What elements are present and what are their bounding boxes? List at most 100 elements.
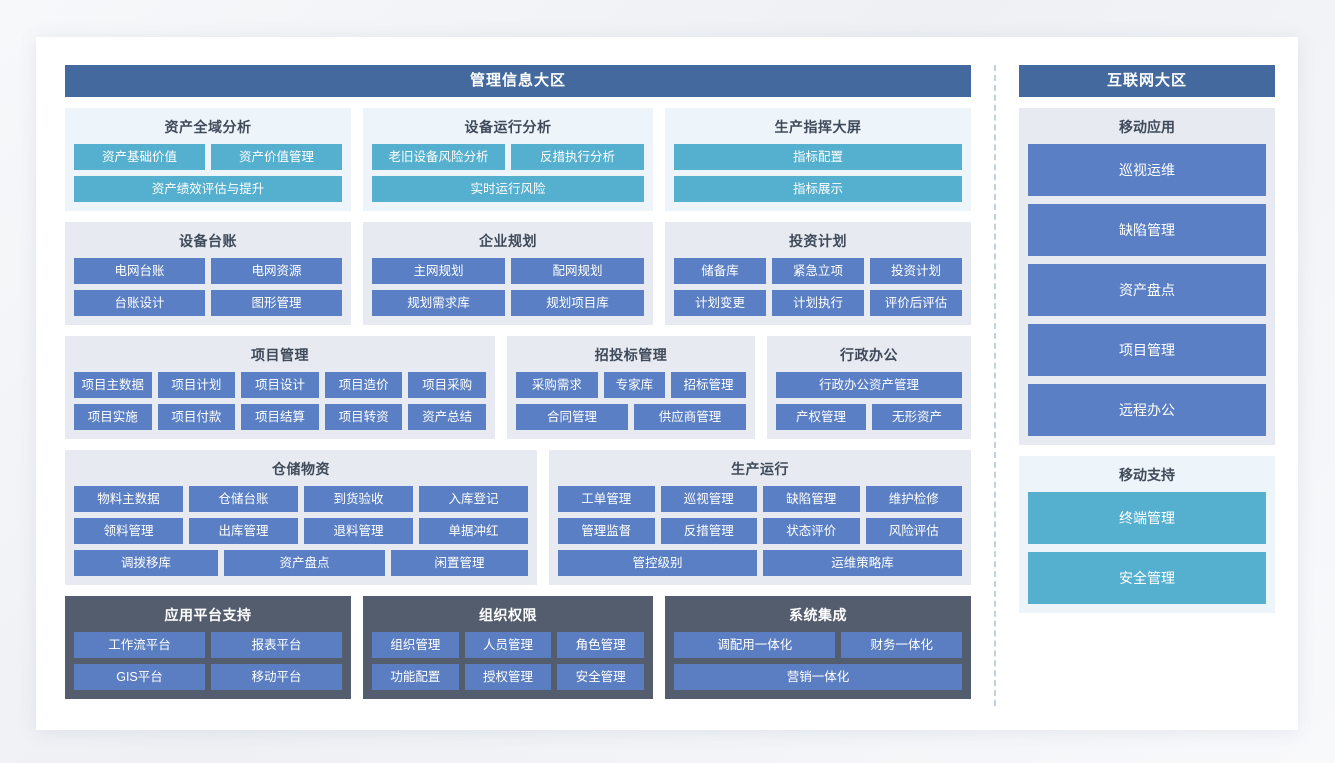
module-tile[interactable]: 指标展示 bbox=[674, 176, 962, 202]
group-title: 投资计划 bbox=[789, 233, 847, 249]
module-tile[interactable]: 项目造价 bbox=[324, 372, 403, 398]
tile-row: 合同管理供应商管理 bbox=[516, 404, 746, 430]
module-tile[interactable]: 配网规划 bbox=[511, 258, 644, 284]
module-tile[interactable]: 安全管理 bbox=[557, 664, 645, 690]
group-row: 设备台账电网台账电网资源台账设计图形管理企业规划主网规划配网规划规划需求库规划项… bbox=[65, 222, 971, 325]
module-tile[interactable]: GIS平台 bbox=[74, 664, 205, 690]
tile-row: 功能配置授权管理安全管理 bbox=[372, 664, 645, 690]
module-tile[interactable]: 营销一体化 bbox=[674, 664, 962, 690]
module-tile[interactable]: 规划需求库 bbox=[372, 290, 505, 316]
module-tile[interactable]: 功能配置 bbox=[372, 664, 459, 690]
module-tile[interactable]: 缺陷管理 bbox=[763, 486, 860, 512]
module-tile[interactable]: 仓储台账 bbox=[189, 486, 298, 512]
module-tile[interactable]: 资产绩效评估与提升 bbox=[74, 176, 342, 202]
module-tile[interactable]: 退料管理 bbox=[304, 518, 413, 544]
module-tile[interactable]: 评价后评估 bbox=[870, 290, 962, 316]
tile-group: 行政办公资产管理产权管理无形资产 bbox=[776, 372, 962, 430]
mobile-module-tile[interactable]: 巡视运维 bbox=[1028, 144, 1266, 196]
module-tile[interactable]: 移动平台 bbox=[211, 664, 342, 690]
module-tile[interactable]: 单据冲红 bbox=[419, 518, 528, 544]
module-tile[interactable]: 指标配置 bbox=[674, 144, 962, 170]
module-tile[interactable]: 出库管理 bbox=[189, 518, 298, 544]
module-tile[interactable]: 图形管理 bbox=[211, 290, 342, 316]
tile-row: 营销一体化 bbox=[674, 664, 962, 690]
module-tile[interactable]: 入库登记 bbox=[419, 486, 528, 512]
tile-row: 规划需求库规划项目库 bbox=[372, 290, 644, 316]
module-tile[interactable]: 投资计划 bbox=[870, 258, 962, 284]
module-tile[interactable]: 授权管理 bbox=[464, 664, 552, 690]
group-panel: 设备台账电网台账电网资源台账设计图形管理 bbox=[65, 222, 351, 325]
module-tile[interactable]: 维护检修 bbox=[865, 486, 962, 512]
module-tile[interactable]: 运维策略库 bbox=[763, 550, 962, 576]
module-tile[interactable]: 组织管理 bbox=[372, 632, 459, 658]
module-tile[interactable]: 资产价值管理 bbox=[211, 144, 342, 170]
module-tile[interactable]: 资产总结 bbox=[408, 404, 486, 430]
module-tile[interactable]: 电网台账 bbox=[74, 258, 205, 284]
module-tile[interactable]: 项目计划 bbox=[157, 372, 236, 398]
mobile-module-tile[interactable]: 终端管理 bbox=[1028, 492, 1266, 544]
tile-group: 老旧设备风险分析反措执行分析实时运行风险 bbox=[372, 144, 644, 202]
group-title: 设备运行分析 bbox=[464, 119, 552, 135]
module-tile[interactable]: 项目实施 bbox=[74, 404, 152, 430]
tile-row: 组织管理人员管理角色管理 bbox=[372, 632, 645, 658]
module-tile[interactable]: 招标管理 bbox=[671, 372, 746, 398]
module-tile[interactable]: 管理监督 bbox=[558, 518, 655, 544]
module-tile[interactable]: 产权管理 bbox=[776, 404, 866, 430]
module-tile[interactable]: 储备库 bbox=[674, 258, 766, 284]
module-tile[interactable]: 行政办公资产管理 bbox=[776, 372, 962, 398]
module-tile[interactable]: 合同管理 bbox=[516, 404, 628, 430]
module-tile[interactable]: 状态评价 bbox=[763, 518, 860, 544]
module-tile[interactable]: 项目采购 bbox=[408, 372, 486, 398]
module-tile[interactable]: 紧急立项 bbox=[772, 258, 864, 284]
tile-row: 工单管理巡视管理缺陷管理维护检修 bbox=[558, 486, 962, 512]
module-tile[interactable]: 反措执行分析 bbox=[511, 144, 644, 170]
module-tile[interactable]: 项目转资 bbox=[324, 404, 403, 430]
module-tile[interactable]: 工作流平台 bbox=[74, 632, 205, 658]
module-tile[interactable]: 风险评估 bbox=[865, 518, 962, 544]
module-tile[interactable]: 计划变更 bbox=[674, 290, 766, 316]
group-title: 仓储物资 bbox=[272, 461, 330, 477]
module-tile[interactable]: 项目付款 bbox=[157, 404, 236, 430]
mobile-module-tile[interactable]: 远程办公 bbox=[1028, 384, 1266, 436]
module-tile[interactable]: 台账设计 bbox=[74, 290, 205, 316]
tile-row: 工作流平台报表平台 bbox=[74, 632, 342, 658]
mobile-module-tile[interactable]: 安全管理 bbox=[1028, 552, 1266, 604]
tile-group: 采购需求专家库招标管理合同管理供应商管理 bbox=[516, 372, 746, 430]
module-tile[interactable]: 主网规划 bbox=[372, 258, 505, 284]
module-tile[interactable]: 资产基础价值 bbox=[74, 144, 205, 170]
tile-group: 主网规划配网规划规划需求库规划项目库 bbox=[372, 258, 644, 316]
module-tile[interactable]: 采购需求 bbox=[516, 372, 598, 398]
mobile-module-tile[interactable]: 资产盘点 bbox=[1028, 264, 1266, 316]
module-tile[interactable]: 物料主数据 bbox=[74, 486, 183, 512]
module-tile[interactable]: 实时运行风险 bbox=[372, 176, 644, 202]
module-tile[interactable]: 项目设计 bbox=[241, 372, 319, 398]
module-tile[interactable]: 计划执行 bbox=[772, 290, 864, 316]
module-tile[interactable]: 资产盘点 bbox=[224, 550, 385, 576]
mobile-module-tile[interactable]: 缺陷管理 bbox=[1028, 204, 1266, 256]
mobile-module-tile[interactable]: 项目管理 bbox=[1028, 324, 1266, 376]
module-tile[interactable]: 巡视管理 bbox=[660, 486, 757, 512]
module-tile[interactable]: 调配用一体化 bbox=[674, 632, 836, 658]
module-tile[interactable]: 人员管理 bbox=[464, 632, 552, 658]
module-tile[interactable]: 工单管理 bbox=[558, 486, 655, 512]
group-title: 行政办公 bbox=[840, 347, 898, 363]
module-tile[interactable]: 角色管理 bbox=[557, 632, 645, 658]
tile-group: 物料主数据仓储台账到货验收入库登记领料管理出库管理退料管理单据冲红调拨移库资产盘… bbox=[74, 486, 528, 576]
module-tile[interactable]: 规划项目库 bbox=[511, 290, 644, 316]
module-tile[interactable]: 报表平台 bbox=[211, 632, 342, 658]
module-tile[interactable]: 闲置管理 bbox=[390, 550, 528, 576]
module-tile[interactable]: 领料管理 bbox=[74, 518, 183, 544]
module-tile[interactable]: 无形资产 bbox=[872, 404, 962, 430]
module-tile[interactable]: 调拨移库 bbox=[74, 550, 219, 576]
module-tile[interactable]: 老旧设备风险分析 bbox=[372, 144, 505, 170]
module-tile[interactable]: 专家库 bbox=[603, 372, 666, 398]
module-tile[interactable]: 反措管理 bbox=[660, 518, 757, 544]
module-tile[interactable]: 财务一体化 bbox=[841, 632, 962, 658]
module-tile[interactable]: 电网资源 bbox=[211, 258, 342, 284]
module-tile[interactable]: 项目结算 bbox=[241, 404, 319, 430]
module-tile[interactable]: 供应商管理 bbox=[634, 404, 746, 430]
module-tile[interactable]: 到货验收 bbox=[304, 486, 413, 512]
module-tile[interactable]: 项目主数据 bbox=[74, 372, 152, 398]
module-tile[interactable]: 管控级别 bbox=[558, 550, 757, 576]
tile-row: 台账设计图形管理 bbox=[74, 290, 342, 316]
